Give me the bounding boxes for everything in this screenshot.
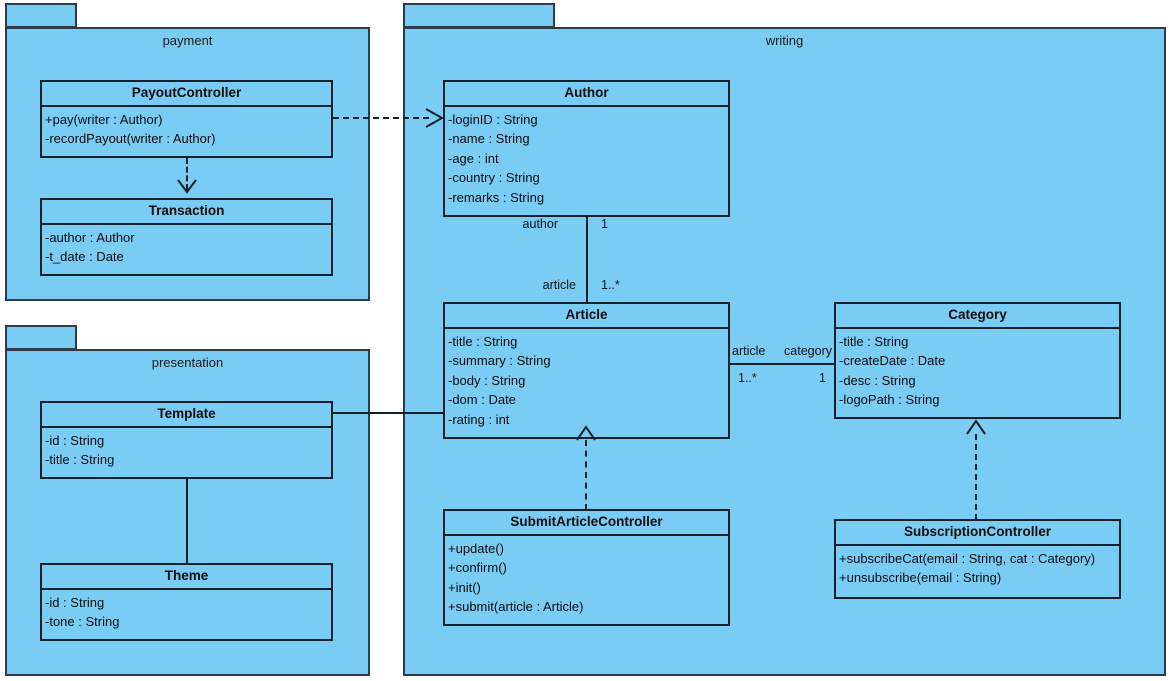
class-members-article: -title : String -summary : String -body …: [445, 329, 728, 437]
class-members-payout-controller: +pay(writer : Author) -recordPayout(writ…: [42, 107, 331, 156]
class-member: -desc : String: [839, 372, 916, 388]
class-member: +confirm(): [448, 560, 507, 576]
hollow-arrowhead-up-icon: [966, 419, 986, 435]
dependency-payoutcontroller-transaction: [186, 158, 188, 190]
class-name-submit-article-controller: SubmitArticleController: [445, 511, 728, 536]
class-member: +subscribeCat(email : String, cat : Cate…: [839, 550, 1096, 566]
package-tab-writing: [403, 3, 555, 28]
class-members-template: -id : String -title : String: [42, 428, 331, 477]
class-member: +pay(writer : Author): [45, 111, 163, 127]
class-member: -dom : Date: [448, 392, 516, 408]
class-members-subscription-controller: +subscribeCat(email : String, cat : Cate…: [836, 546, 1119, 597]
edge-label-author-multiplicity: 1: [601, 217, 608, 231]
class-members-category: -title : String -createDate : Date -desc…: [836, 329, 1119, 417]
class-template[interactable]: Template -id : String -title : String: [40, 401, 333, 479]
edge-label-assoc-article-role: article: [732, 344, 766, 358]
class-member: -title : String: [448, 333, 518, 349]
class-member: -rating : int: [448, 411, 510, 427]
class-member: -country : String: [448, 170, 540, 186]
association-template-theme: [186, 479, 188, 565]
association-template-article: [333, 412, 443, 414]
edge-label-article-role: article: [542, 278, 576, 292]
class-members-author: -loginID : String -name : String -age : …: [445, 107, 728, 215]
class-member: -age : int: [448, 150, 499, 166]
class-member: -summary : String: [448, 353, 551, 369]
class-members-theme: -id : String -tone : String: [42, 590, 331, 639]
realization-submitarticlecontroller-article: [585, 440, 587, 510]
class-member: -tone : String: [45, 614, 120, 630]
association-author-article: [586, 217, 588, 302]
class-member: -id : String: [45, 432, 105, 448]
class-member: -logoPath : String: [839, 392, 940, 408]
edge-label-assoc-category-role: category: [784, 344, 832, 358]
edge-label-article-multiplicity: 1..*: [601, 278, 620, 292]
package-tab-payment: [5, 3, 77, 28]
class-name-author: Author: [445, 82, 728, 107]
class-member: -name : String: [448, 131, 530, 147]
class-member: -author : Author: [45, 229, 135, 245]
class-member: -remarks : String: [448, 189, 545, 205]
class-subscription-controller[interactable]: SubscriptionController +subscribeCat(ema…: [834, 519, 1121, 599]
class-name-transaction: Transaction: [42, 200, 331, 225]
class-member: +update(): [448, 540, 505, 556]
package-tab-presentation: [5, 325, 77, 350]
package-title-payment: payment: [162, 33, 213, 48]
package-title-presentation: presentation: [151, 355, 224, 370]
class-member: +init(): [448, 579, 481, 595]
class-member: -title : String: [839, 333, 909, 349]
class-members-submit-article-controller: +update() +confirm() +init() +submit(art…: [445, 536, 728, 624]
class-members-transaction: -author : Author -t_date : Date: [42, 225, 331, 274]
realization-subscriptioncontroller-category: [975, 434, 977, 520]
association-article-category: [730, 363, 834, 365]
dependency-payoutcontroller-author: [333, 117, 429, 119]
class-member: -createDate : Date: [839, 353, 946, 369]
class-name-theme: Theme: [42, 565, 331, 590]
class-member: +unsubscribe(email : String): [839, 570, 1002, 586]
class-name-category: Category: [836, 304, 1119, 329]
class-name-subscription-controller: SubscriptionController: [836, 521, 1119, 546]
class-theme[interactable]: Theme -id : String -tone : String: [40, 563, 333, 641]
class-submit-article-controller[interactable]: SubmitArticleController +update() +confi…: [443, 509, 730, 626]
class-category[interactable]: Category -title : String -createDate : D…: [834, 302, 1121, 419]
class-author[interactable]: Author -loginID : String -name : String …: [443, 80, 730, 217]
hollow-arrowhead-up-icon: [576, 425, 596, 441]
open-arrowhead-down-icon: [177, 179, 197, 194]
class-payout-controller[interactable]: PayoutController +pay(writer : Author) -…: [40, 80, 333, 158]
edge-label-author-role: author: [522, 217, 558, 231]
class-member: -recordPayout(writer : Author): [45, 131, 216, 147]
class-member: -title : String: [45, 452, 115, 468]
package-title-writing: writing: [765, 33, 804, 48]
class-member: -t_date : Date: [45, 249, 124, 265]
class-member: -loginID : String: [448, 111, 538, 127]
open-arrowhead-right-icon: [425, 108, 445, 128]
class-member: -id : String: [45, 594, 105, 610]
class-article[interactable]: Article -title : String -summary : Strin…: [443, 302, 730, 439]
edge-label-assoc-category-multiplicity: 1: [819, 371, 826, 385]
class-member: -body : String: [448, 372, 526, 388]
edge-label-assoc-article-multiplicity: 1..*: [738, 371, 757, 385]
class-name-article: Article: [445, 304, 728, 329]
class-name-payout-controller: PayoutController: [42, 82, 331, 107]
class-name-template: Template: [42, 403, 331, 428]
class-transaction[interactable]: Transaction -author : Author -t_date : D…: [40, 198, 333, 276]
class-member: +submit(article : Article): [448, 599, 584, 615]
